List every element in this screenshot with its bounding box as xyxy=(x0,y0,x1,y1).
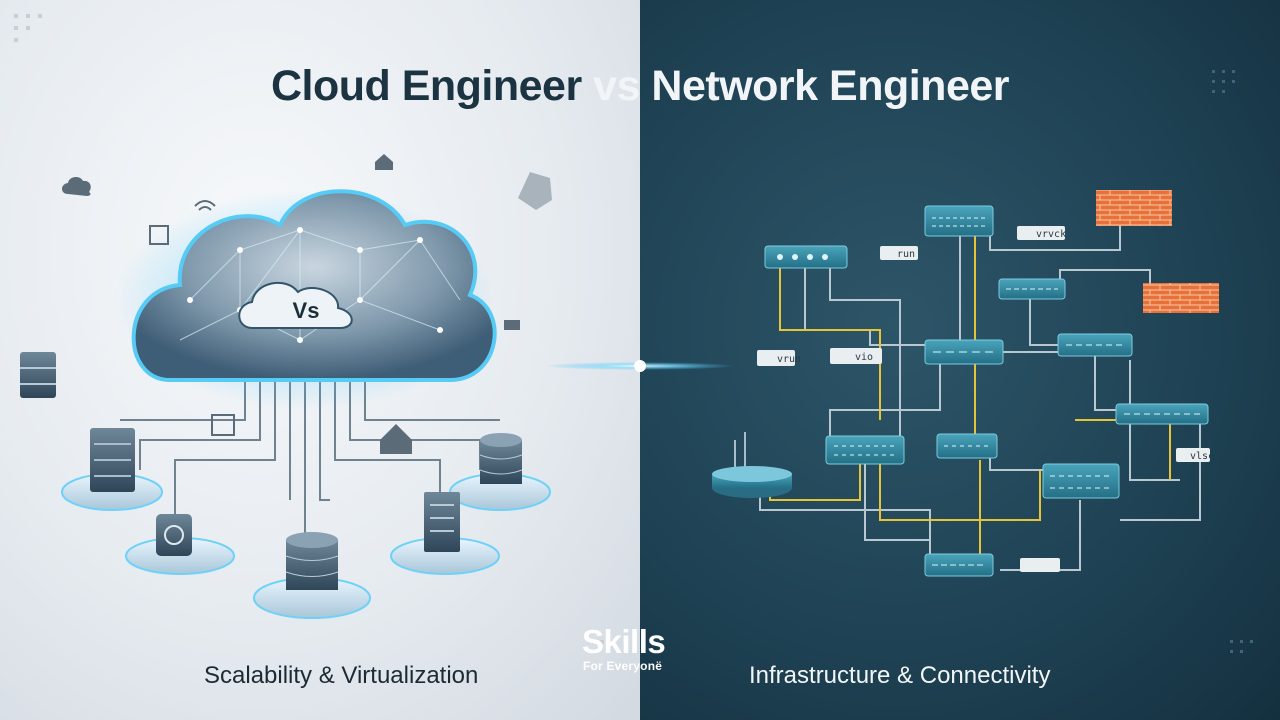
brand-logo: Skills For Everyonë xyxy=(582,624,700,674)
left-database-stack-icon xyxy=(20,352,56,398)
monitor-icon xyxy=(156,514,192,556)
podiums xyxy=(61,473,551,619)
cloud-icon xyxy=(115,189,497,410)
network-wires xyxy=(759,219,1201,571)
server-rack-icon xyxy=(90,428,135,492)
device-label: run xyxy=(897,249,915,260)
switch-icon xyxy=(924,553,994,577)
server-tower-icon xyxy=(424,492,460,552)
box-icon xyxy=(149,225,169,245)
brand-name: Skills xyxy=(582,623,666,660)
storage-database-icon xyxy=(285,532,339,590)
device-label: vlsc xyxy=(1190,451,1214,462)
brand-tagline: For Everyonë xyxy=(583,659,663,673)
switch-icon xyxy=(924,205,994,237)
switch-icon xyxy=(825,435,905,465)
page-title: Cloud Engineer vs Network Engineer xyxy=(0,58,1280,114)
home-icon xyxy=(375,154,393,170)
title-cloud-engineer: Cloud Engineer xyxy=(270,62,582,110)
database-icon xyxy=(479,433,523,484)
device-label-boxes xyxy=(757,226,1210,572)
device-label: vrun xyxy=(777,354,801,365)
package-icon xyxy=(211,414,235,436)
firewall-icon xyxy=(1143,283,1219,313)
divider-spark xyxy=(634,360,646,372)
switch-icon xyxy=(1042,463,1120,499)
switch-icon xyxy=(764,245,848,269)
left-dot-grid xyxy=(14,14,616,644)
right-dot-grid xyxy=(1212,70,1253,653)
switch-icon xyxy=(998,278,1066,300)
switch-icon xyxy=(924,339,1004,365)
switch-icon xyxy=(1115,403,1209,425)
firewall-icon xyxy=(1096,190,1172,226)
screen-icon xyxy=(504,320,520,330)
switch-icon xyxy=(936,433,998,459)
switch-icon xyxy=(1057,333,1133,357)
house-network-icon xyxy=(380,424,412,454)
device-label: vrvck xyxy=(1036,229,1066,240)
floating-icons xyxy=(62,154,552,454)
caption-scalability: Scalability & Virtualization xyxy=(204,662,479,689)
device-label: vio xyxy=(855,352,873,363)
cloud-vs-badge: Vs xyxy=(293,298,320,323)
caption-infrastructure: Infrastructure & Connectivity xyxy=(749,662,1051,689)
router-icon xyxy=(712,432,792,498)
cube-icon xyxy=(518,172,552,210)
title-network-engineer: vs Network Engineer xyxy=(593,62,1010,110)
small-cloud-icon xyxy=(62,177,91,196)
wifi-icon xyxy=(194,200,216,211)
